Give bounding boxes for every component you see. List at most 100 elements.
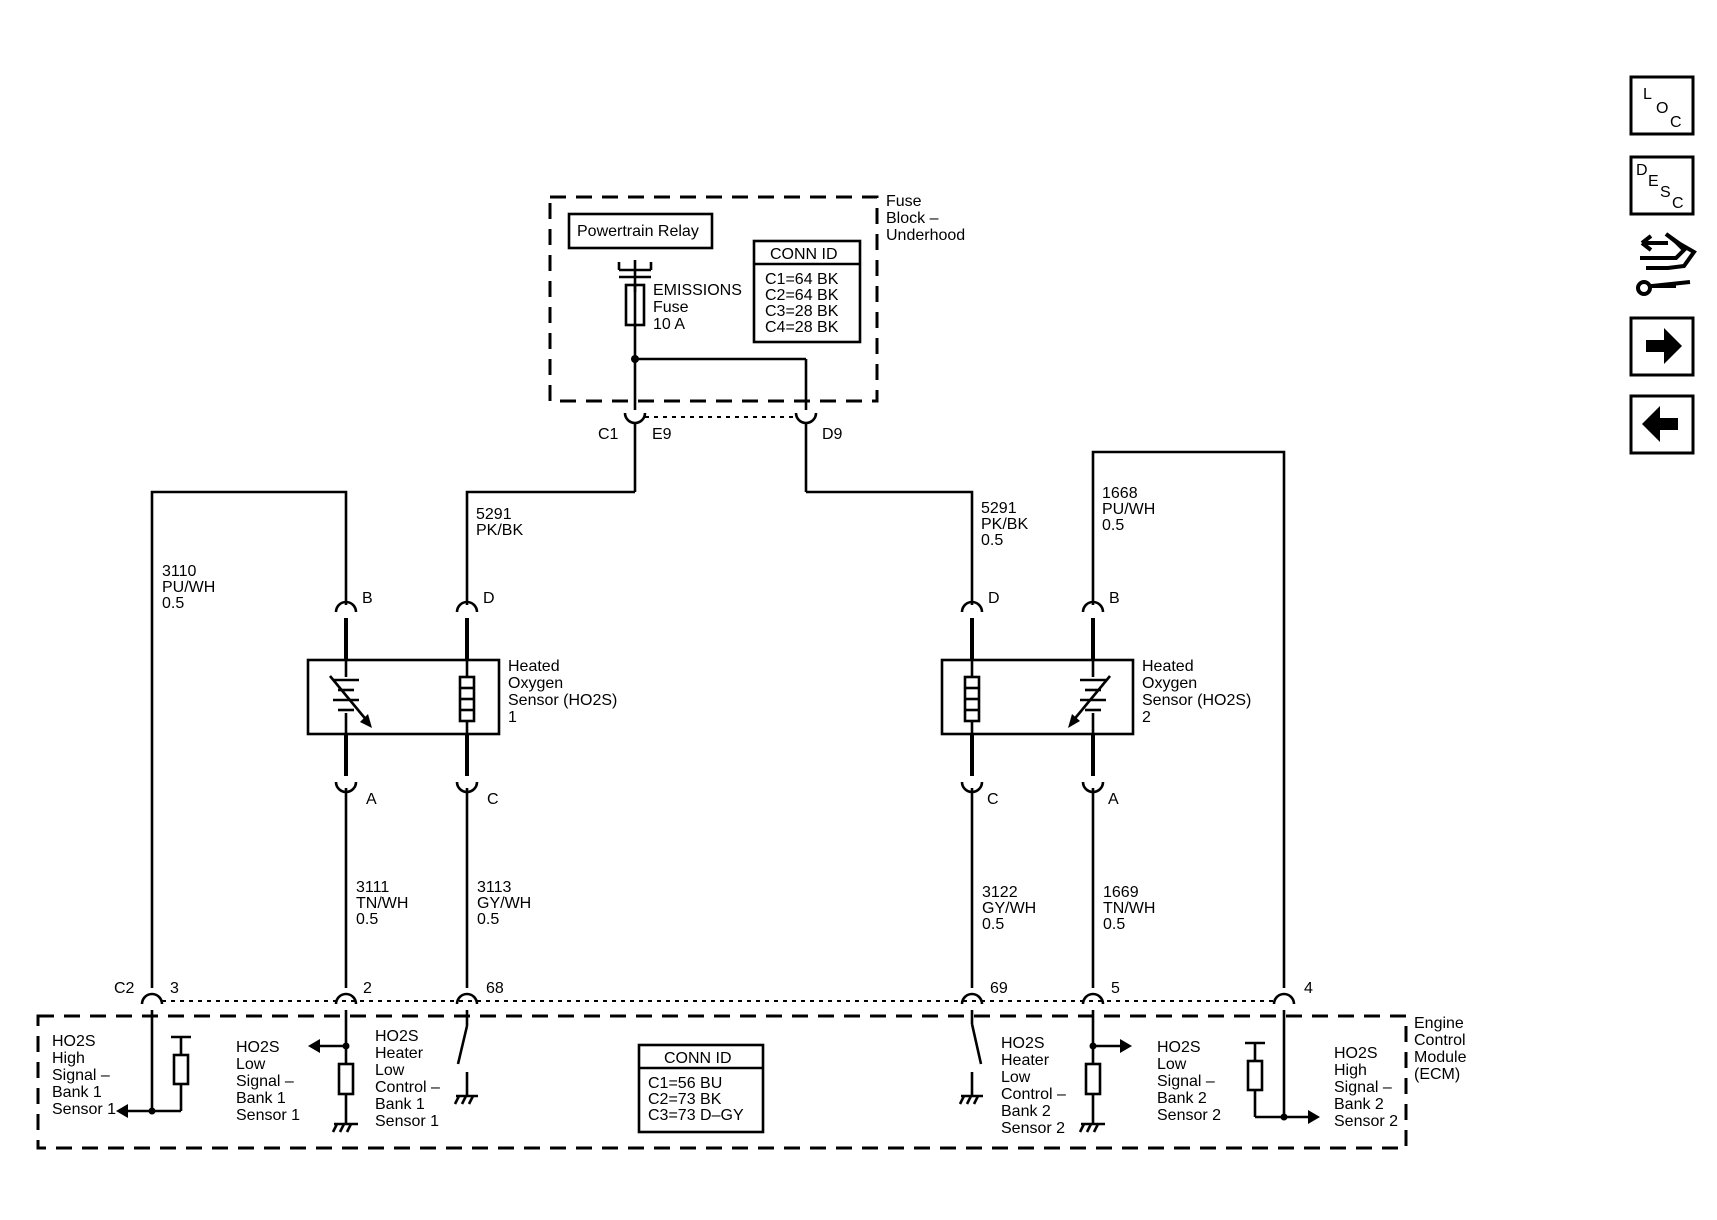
ecm-name-4: (ECM) — [1414, 1066, 1460, 1083]
sensor1-pin-c: C — [487, 791, 499, 808]
ecm-pin-4: 4 — [1304, 980, 1313, 997]
wire-1669-color: TN/WH — [1103, 900, 1155, 917]
loc-letter-c: C — [1670, 114, 1682, 131]
ecm-conn-c1: C1=56 BU — [648, 1075, 722, 1092]
ecm-conn-c3: C3=73 D–GY — [648, 1107, 744, 1124]
ecm-high-b1s1-3: Signal – — [52, 1067, 110, 1084]
wire-3111-num: 3111 — [356, 879, 389, 896]
ecm-heater-b2s2-5: Bank 2 — [1001, 1103, 1051, 1120]
wire-3111: 3111 TN/WH 0.5 — [344, 788, 408, 988]
ecm-heater-b2s2-6: Sensor 2 — [1001, 1120, 1065, 1137]
wire-3110-color: PU/WH — [162, 579, 215, 596]
fuse-block-conn-id-title: CONN ID — [770, 246, 838, 263]
sensor2-pin-d: D — [988, 590, 1000, 607]
fuse-block-conn-c1: C1=64 BK — [765, 271, 839, 288]
wire-1668: 1668 PU/WH 0.5 — [1091, 450, 1286, 988]
fuse-block-name-2: Block – — [886, 210, 939, 227]
conn-c1-label: C1 — [598, 426, 619, 443]
sensor2-name-4: 2 — [1142, 709, 1151, 726]
fuse-label-1: EMISSIONS — [653, 282, 742, 299]
loc-letter-o: O — [1656, 100, 1668, 117]
loc-letter-l: L — [1643, 86, 1652, 103]
ecm-pin-5: 5 — [1111, 980, 1120, 997]
wire-3122: 3122 GY/WH 0.5 — [970, 788, 1036, 988]
wire-1668-gauge: 0.5 — [1102, 517, 1124, 534]
wire-5291-right-num: 5291 — [981, 500, 1017, 517]
ecm-heater-b2s2-3: Low — [1001, 1069, 1031, 1086]
ecm-conn-c2: C2=73 BK — [648, 1091, 722, 1108]
sensor1-element-icon — [328, 660, 372, 734]
ecm-low-b1s1-1: HO2S — [236, 1039, 280, 1056]
desc-button[interactable]: D E S C — [1629, 155, 1695, 216]
ecm-low-b2s2-5: Sensor 2 — [1157, 1107, 1221, 1124]
ecm-heater-b2s2-1: HO2S — [1001, 1035, 1045, 1052]
ecm-high-b1s1-1: HO2S — [52, 1033, 96, 1050]
ecm-circuit-low-b2s2 — [1078, 1010, 1132, 1133]
back-arrow-icon[interactable] — [1629, 394, 1695, 455]
desc-letter-s: S — [1660, 184, 1671, 201]
wire-3122-gauge: 0.5 — [982, 916, 1004, 933]
sensor1-name-1: Heated — [508, 658, 560, 675]
fuse-block-conn-c4: C4=28 BK — [765, 319, 839, 336]
ecm-heater-b2s2-4: Control – — [1001, 1086, 1066, 1103]
powertrain-relay-box — [567, 212, 714, 250]
ecm-name-3: Module — [1414, 1049, 1467, 1066]
ecm-high-b1s1-4: Bank 1 — [52, 1084, 102, 1101]
pin-d9-label: D9 — [822, 426, 843, 443]
connector-tool-icon[interactable] — [1636, 232, 1697, 296]
wire-5291-right-gauge: 0.5 — [981, 532, 1003, 549]
desc-letter-c: C — [1672, 195, 1684, 212]
powertrain-relay-label: Powertrain Relay — [577, 223, 699, 240]
ecm-pin-69: 69 — [990, 980, 1008, 997]
fuse-block-name-1: Fuse — [886, 193, 922, 210]
ecm-low-b2s2-1: HO2S — [1157, 1039, 1201, 1056]
ecm-name-1: Engine — [1414, 1015, 1464, 1032]
sensor2-element-icon — [1068, 660, 1112, 734]
ecm-low-b1s1-2: Low — [236, 1056, 266, 1073]
ecm-heater-switch-b1s1 — [453, 1010, 478, 1105]
fuse-block-conn-c3: C3=28 BK — [765, 303, 839, 320]
ecm-heater-b1s1-3: Low — [375, 1062, 405, 1079]
engine-control-module: Engine Control Module (ECM) HO2S High Si… — [36, 1010, 1467, 1150]
wire-3122-color: GY/WH — [982, 900, 1036, 917]
emissions-fuse — [624, 283, 646, 410]
wire-3113-gauge: 0.5 — [477, 911, 499, 928]
ecm-pin-68: 68 — [486, 980, 504, 997]
wire-5291-right: 5291 PK/BK 0.5 — [806, 490, 1028, 605]
ecm-heater-b1s1-6: Sensor 1 — [375, 1113, 439, 1130]
sensor1-pin-d: D — [483, 590, 495, 607]
wire-5291-left-color: PK/BK — [476, 522, 523, 539]
ecm-circuit-high-b2s2 — [1245, 1010, 1320, 1124]
ecm-connector-c2: C2 3 2 68 69 5 4 — [114, 980, 1313, 1005]
ecm-low-b1s1-4: Bank 1 — [236, 1090, 286, 1107]
ecm-low-b2s2-4: Bank 2 — [1157, 1090, 1207, 1107]
wire-5291-right-color: PK/BK — [981, 516, 1028, 533]
relay-feed-symbol — [617, 260, 653, 283]
ecm-high-b1s1-2: High — [52, 1050, 85, 1067]
ecm-heater-switch-b2s2 — [958, 1010, 983, 1105]
wire-1669: 1669 TN/WH 0.5 — [1091, 788, 1155, 988]
ecm-low-b2s2-3: Signal – — [1157, 1073, 1215, 1090]
ecm-low-b2s2-2: Low — [1157, 1056, 1187, 1073]
fuse-block-underhood: Fuse Block – Underhood Powertrain Relay … — [548, 193, 965, 410]
ecm-high-b2s2-4: Bank 2 — [1334, 1096, 1384, 1113]
sensor2-heater-icon — [963, 660, 981, 734]
pin-e9-label: E9 — [652, 426, 672, 443]
ecm-high-b2s2-2: High — [1334, 1062, 1367, 1079]
fuse-block-name-3: Underhood — [886, 227, 965, 244]
wire-3110-num: 3110 — [162, 563, 197, 580]
next-arrow-icon[interactable] — [1629, 316, 1695, 377]
sensor1-name-4: 1 — [508, 709, 517, 726]
sensor2-name-3: Sensor (HO2S) — [1142, 692, 1251, 709]
ecm-high-b2s2-3: Signal – — [1334, 1079, 1392, 1096]
sensor1-name-2: Oxygen — [508, 675, 563, 692]
wire-1669-gauge: 0.5 — [1103, 916, 1125, 933]
ecm-low-b1s1-5: Sensor 1 — [236, 1107, 300, 1124]
wire-3110-gauge: 0.5 — [162, 595, 184, 612]
ecm-pin-3: 3 — [170, 980, 179, 997]
ecm-high-b2s2-5: Sensor 2 — [1334, 1113, 1398, 1130]
sensor2-pin-a: A — [1108, 791, 1119, 808]
loc-button[interactable]: L O C — [1629, 75, 1695, 136]
heated-oxygen-sensor-2: D B Heated Oxygen Sensor (HO2S) 2 — [940, 590, 1251, 808]
